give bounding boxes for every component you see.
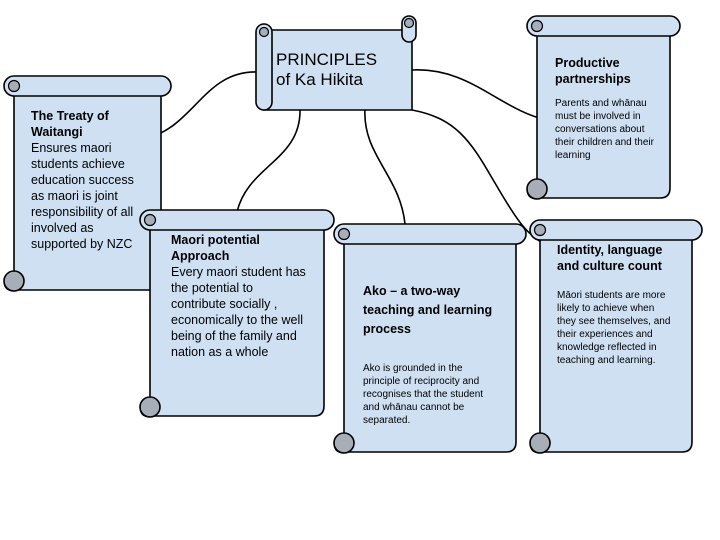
potential-body: Every maori student has the potential to… [171, 265, 306, 359]
scroll-ako [333, 223, 527, 454]
connector-ako [364, 107, 406, 225]
partnerships-card-text: Productive partnerships Parents and whān… [555, 55, 655, 162]
connector-treaty [147, 71, 259, 139]
scroll-partnerships [526, 15, 681, 200]
connector-potential [236, 107, 301, 213]
connector-identity [411, 109, 551, 247]
identity-heading: Identity, language and culture count [557, 243, 663, 273]
center-scroll [255, 15, 417, 111]
center-title-line2: of Ka Hikita [276, 70, 363, 89]
potential-card-text: Maori potential Approach Every maori stu… [171, 232, 306, 360]
identity-body: Māori students are more likely to achiev… [557, 290, 671, 366]
ako-card-text: Ako – a two-way teaching and learning pr… [363, 282, 493, 427]
connectors [147, 69, 551, 247]
connector-partnerships [411, 69, 548, 121]
partnerships-body: Parents and whānau must be involved in c… [555, 98, 654, 161]
scroll-potential [139, 209, 335, 418]
ako-heading: Ako – a two-way teaching and learning pr… [363, 284, 493, 336]
identity-card-text: Identity, language and culture count Māo… [557, 242, 672, 367]
treaty-card-text: The Treaty of Waitangi Ensures maori stu… [31, 108, 149, 252]
center-title-line1: PRINCIPLES [276, 50, 378, 69]
potential-heading: Maori potential Approach [171, 233, 260, 263]
center-title: PRINCIPLES of Ka Hikita [276, 50, 406, 90]
treaty-body: Ensures maori students achieve education… [31, 141, 134, 251]
treaty-heading: The Treaty of Waitangi [31, 109, 109, 139]
ako-body: Ako is grounded in the principle of reci… [363, 363, 484, 426]
partnerships-heading: Productive partnerships [555, 56, 631, 86]
scroll-identity [529, 219, 703, 454]
